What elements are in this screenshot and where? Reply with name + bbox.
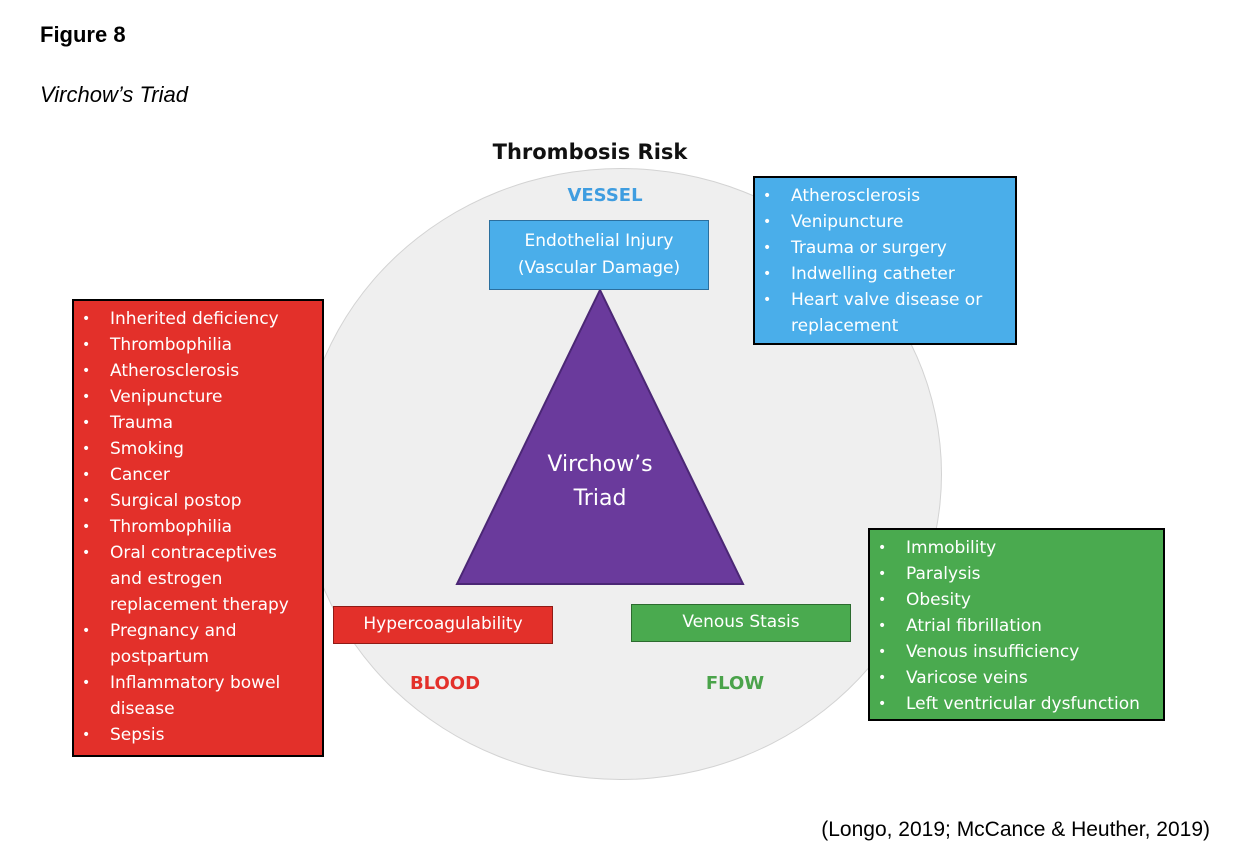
list-item: Smoking bbox=[74, 436, 322, 462]
list-item-continuation: postpartum bbox=[110, 647, 209, 667]
list-item-continuation: replacement bbox=[791, 316, 899, 336]
blood-label: BLOOD bbox=[409, 673, 481, 694]
list-item: Inherited deficiency bbox=[74, 306, 322, 332]
hypercoagulability-box: Hypercoagulability bbox=[333, 606, 553, 644]
list-item: Thrombophilia bbox=[74, 332, 322, 358]
list-item: Obesity bbox=[870, 587, 1163, 613]
list-item: Oral contraceptives bbox=[74, 540, 322, 566]
list-item: Atherosclerosis bbox=[74, 358, 322, 384]
list-item: Cancer bbox=[74, 462, 322, 488]
list-item: Inflammatory bowel bbox=[74, 670, 322, 696]
list-item: Sepsis bbox=[74, 722, 322, 748]
vessel-factor-line-1: Endothelial Injury bbox=[524, 231, 674, 251]
virchow-triangle bbox=[455, 288, 745, 585]
list-item: Thrombophilia bbox=[74, 514, 322, 540]
blood-risk-list: Inherited deficiency Thrombophilia Ather… bbox=[72, 299, 324, 757]
list-item: Atherosclerosis bbox=[755, 183, 1015, 209]
list-item: Paralysis bbox=[870, 561, 1163, 587]
list-item: Heart valve disease or bbox=[755, 287, 1015, 313]
list-item: Trauma bbox=[74, 410, 322, 436]
list-item: Venipuncture bbox=[74, 384, 322, 410]
list-item: Venipuncture bbox=[755, 209, 1015, 235]
list-item-continuation: and estrogen bbox=[110, 569, 223, 589]
list-item: Indwelling catheter bbox=[755, 261, 1015, 287]
list-item-continuation: replacement therapy bbox=[110, 595, 289, 615]
vessel-risk-list: Atherosclerosis Venipuncture Trauma or s… bbox=[753, 176, 1017, 345]
list-item-continuation: disease bbox=[110, 699, 175, 719]
list-item: Atrial fibrillation bbox=[870, 613, 1163, 639]
center-line-1: Virchow’s bbox=[547, 452, 653, 477]
diagram-heading: Thrombosis Risk bbox=[492, 140, 688, 164]
vessel-label: VESSEL bbox=[567, 185, 643, 206]
list-item: Surgical postop bbox=[74, 488, 322, 514]
endothelial-injury-box: Endothelial Injury (Vascular Damage) bbox=[489, 220, 709, 290]
flow-risk-list: Immobility Paralysis Obesity Atrial fibr… bbox=[868, 528, 1165, 721]
triangle-shape bbox=[455, 288, 745, 585]
triangle-center-text: Virchow’s Triad bbox=[500, 448, 700, 516]
list-item: Immobility bbox=[870, 535, 1163, 561]
list-item: Left ventricular dysfunction bbox=[870, 691, 1163, 717]
venous-stasis-box: Venous Stasis bbox=[631, 604, 851, 642]
list-item: Venous insufficiency bbox=[870, 639, 1163, 665]
center-line-2: Triad bbox=[573, 486, 627, 511]
citation: (Longo, 2019; McCance & Heuther, 2019) bbox=[821, 818, 1210, 841]
figure-title: Virchow’s Triad bbox=[40, 82, 188, 107]
figure-label: Figure 8 bbox=[40, 22, 126, 47]
list-item: Pregnancy and bbox=[74, 618, 322, 644]
list-item: Trauma or surgery bbox=[755, 235, 1015, 261]
flow-label: FLOW bbox=[705, 673, 765, 694]
list-item: Varicose veins bbox=[870, 665, 1163, 691]
vessel-factor-line-2: (Vascular Damage) bbox=[517, 258, 681, 278]
